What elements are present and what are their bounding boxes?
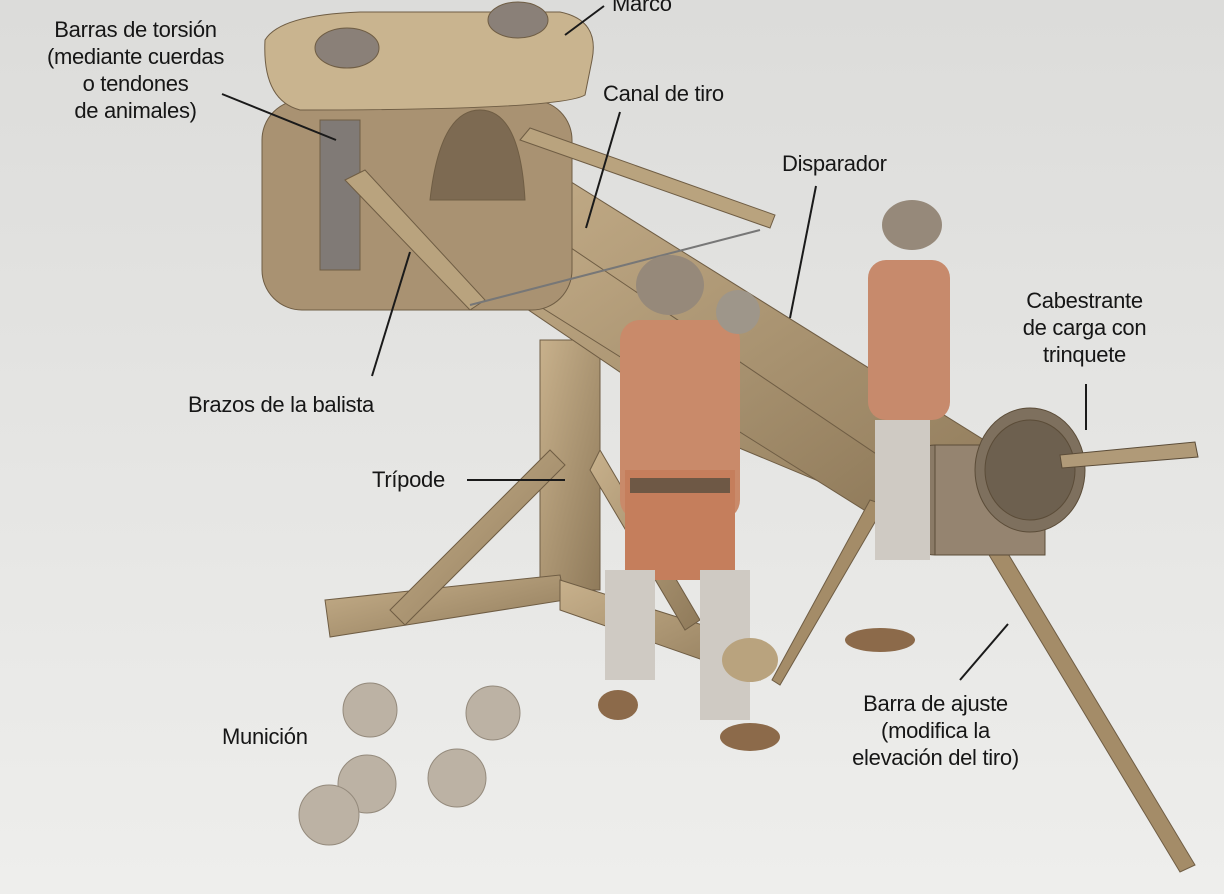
label-marco: Marco [612, 0, 672, 16]
label-line: (modifica la [881, 718, 990, 743]
label-barra-ajuste: Barra de ajuste (modifica la elevación d… [838, 690, 1033, 771]
leader-brazos [371, 251, 411, 377]
label-disparador: Disparador [782, 151, 887, 176]
soldier-back [845, 200, 950, 652]
leader-lines [221, 5, 1087, 681]
label-line: o tendones [82, 71, 189, 96]
label-line: Cabestrante [1026, 288, 1143, 313]
frame [261, 1, 594, 311]
ballista-arms [344, 127, 776, 311]
label-municion: Munición [222, 724, 308, 749]
leader-marco [564, 5, 605, 36]
label-brazos: Brazos de la balista [188, 392, 374, 417]
label-canal-tiro: Canal de tiro [603, 81, 724, 106]
soldier-front [598, 255, 780, 751]
label-barras-torsion: Barras de torsión (mediante cuerdas o te… [28, 16, 243, 124]
leader-disparador [789, 185, 817, 319]
label-line: Barras de torsión [54, 17, 217, 42]
label-line: elevación del tiro) [852, 745, 1019, 770]
stone-ball-loaded [716, 290, 760, 334]
label-line: de animales) [74, 98, 197, 123]
leader-barra-ajuste [959, 623, 1009, 681]
leader-barras [221, 93, 337, 141]
label-line: de carga con [1022, 315, 1147, 340]
label-line: Barra de ajuste [863, 691, 1008, 716]
label-tripode: Trípode [372, 467, 445, 492]
label-cabestrante: Cabestrante de carga con trinquete [1002, 287, 1167, 368]
leader-canal [585, 111, 621, 229]
label-line: (mediante cuerdas [46, 44, 225, 69]
label-line: trinquete [1043, 342, 1126, 367]
ammunition [298, 682, 521, 846]
